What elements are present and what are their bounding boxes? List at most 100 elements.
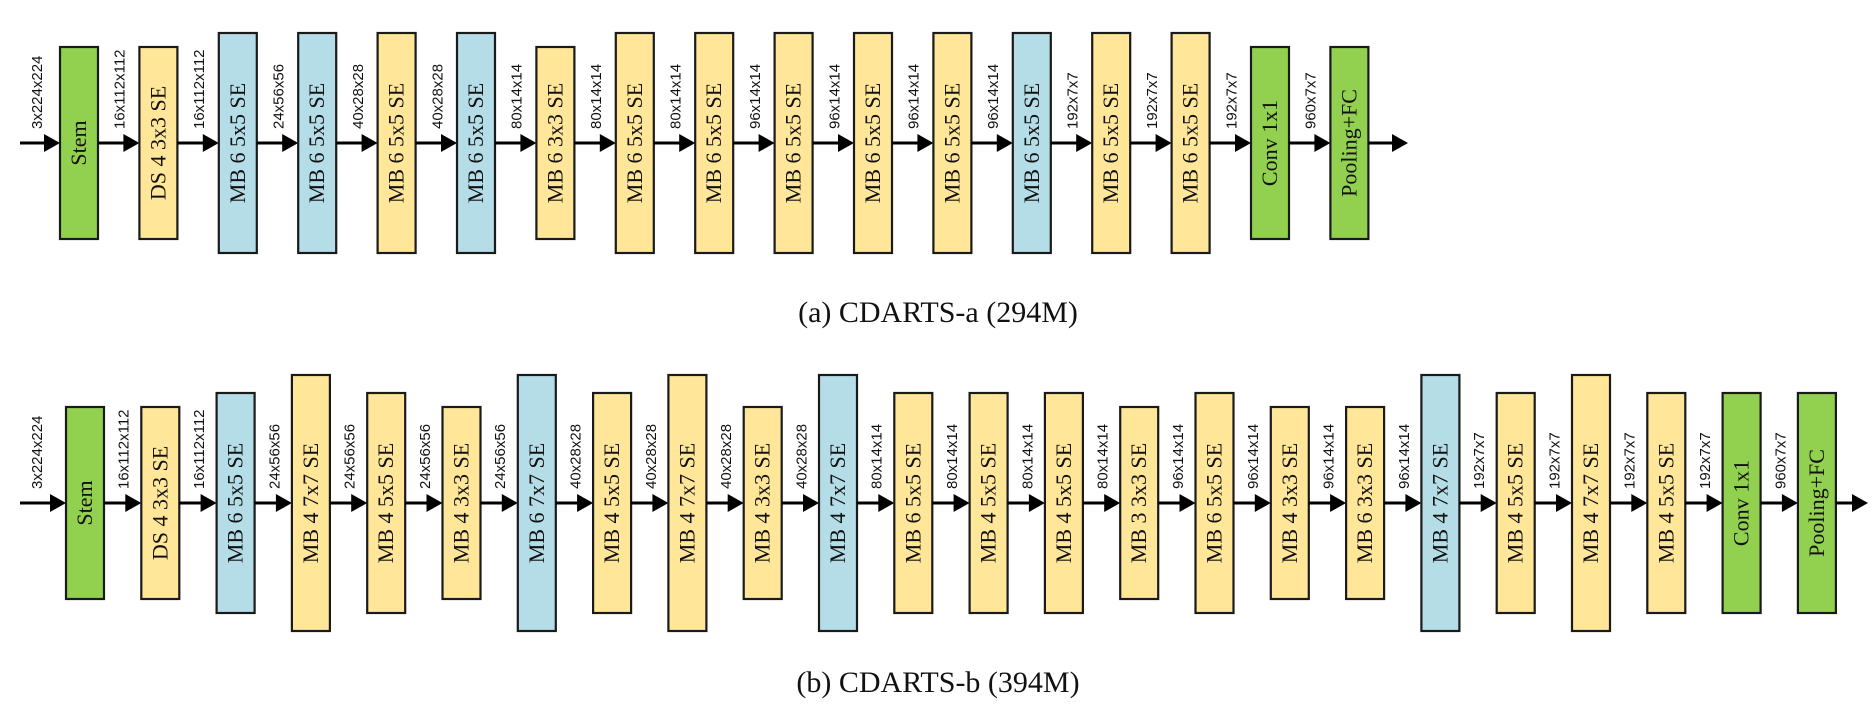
- layer-block: [1796, 391, 1838, 615]
- connector-arrow-head: [917, 134, 934, 152]
- layer-block: [1420, 373, 1461, 633]
- dimension-label: 3x224x224: [29, 416, 46, 489]
- connector-arrow-head: [125, 494, 142, 512]
- layer-block: [1011, 31, 1052, 255]
- connector-arrow-head: [1076, 134, 1093, 152]
- dimension-label: 24x56x56: [492, 424, 509, 489]
- layer-block: [667, 373, 708, 633]
- connector-arrow-head: [361, 134, 378, 152]
- dimension-label: 16x112x112: [191, 49, 208, 129]
- layer-block: [1194, 391, 1235, 615]
- layer-label: MB 4 7x7 SE: [674, 443, 699, 563]
- dimension-label: 40x28x28: [429, 64, 446, 129]
- dimension-label: 40x28x28: [643, 424, 660, 489]
- layer-block: [1091, 31, 1132, 255]
- layer-block: [366, 391, 407, 615]
- connector-arrow-head: [1104, 494, 1121, 512]
- layer-label: MB 6 5x5 SE: [900, 443, 925, 563]
- connector-arrow-head: [501, 494, 518, 512]
- layer-label: DS 4 3x3 SE: [147, 446, 172, 560]
- layer-label: MB 4 3x3 SE: [1277, 443, 1302, 563]
- layer-label: Conv 1x1: [1729, 460, 1754, 546]
- connector-arrow-head: [1235, 134, 1251, 152]
- dimension-label: 192x7x7: [1065, 72, 1082, 129]
- dimension-label: 40x28x28: [567, 424, 584, 489]
- connector-arrow-head: [727, 494, 744, 512]
- connector-arrow-head: [1480, 494, 1497, 512]
- connector-arrow-head: [1155, 134, 1172, 152]
- connector-arrow-head: [1330, 494, 1347, 512]
- layer-label: MB 6 5x5 SE: [225, 83, 250, 203]
- layer-label: MB 6 5x5 SE: [860, 83, 885, 203]
- connector-arrow-head: [1028, 494, 1045, 512]
- dimension-label: 960x7x7: [1772, 432, 1789, 489]
- dimension-label: 16x112x112: [112, 49, 129, 129]
- layer-label: MB 6 5x5 SE: [939, 83, 964, 203]
- dimension-label: 16x112x112: [191, 409, 208, 489]
- dimension-label: 96x14x14: [1396, 424, 1413, 489]
- dimension-label: 80x14x14: [588, 64, 605, 129]
- connector-arrow-head: [803, 494, 819, 512]
- dimension-label: 96x14x14: [1245, 424, 1262, 489]
- layer-label: MB 6 3x3 SE: [542, 83, 567, 203]
- connector-arrow-head: [275, 494, 292, 512]
- dimension-label: 24x56x56: [271, 64, 288, 129]
- connector-arrow-head: [202, 134, 219, 152]
- dimension-label: 80x14x14: [668, 64, 685, 129]
- connector-arrow-head: [652, 494, 669, 512]
- layer-label: MB 3 3x3 SE: [1126, 443, 1151, 563]
- layer-label: MB 6 5x5 SE: [384, 83, 409, 203]
- layer-block: [591, 391, 633, 615]
- layer-label: MB 6 5x5 SE: [701, 83, 726, 203]
- layer-label: MB 4 5x5 SE: [373, 443, 398, 563]
- layer-label: MB 6 3x3 SE: [1352, 443, 1377, 563]
- connector-arrow-head: [679, 134, 696, 152]
- dimension-label: 16x112x112: [116, 409, 133, 489]
- layer-label: MB 4 7x7 SE: [825, 443, 850, 563]
- layer-label: MB 6 5x5 SE: [1202, 443, 1227, 563]
- layer-block: [742, 405, 783, 601]
- dimension-label: 80x14x14: [509, 64, 526, 129]
- dimension-label: 40x28x28: [718, 424, 735, 489]
- layer-block: [376, 31, 417, 255]
- dimension-label: 192x7x7: [1697, 432, 1714, 489]
- connector-arrow-head: [1706, 494, 1723, 512]
- layer-label: MB 6 5x5 SE: [1098, 83, 1123, 203]
- connector-arrow-head: [953, 494, 970, 512]
- connector-arrow-head: [282, 134, 299, 152]
- layer-block: [968, 391, 1009, 615]
- dimension-label: 24x56x56: [342, 424, 359, 489]
- dimension-label: 192x7x7: [1471, 432, 1488, 489]
- connector-arrow-head: [426, 494, 443, 512]
- connector-arrow-head: [1781, 494, 1798, 512]
- connector-arrow-head: [1852, 494, 1868, 512]
- connector-arrow-head: [1405, 494, 1422, 512]
- input-arrow-head: [50, 494, 66, 512]
- connector-arrow-head: [1556, 494, 1572, 512]
- dimension-label: 24x56x56: [266, 424, 283, 489]
- connector-arrow-head: [838, 134, 854, 152]
- caption-b: (b) CDARTS-b (394M): [796, 666, 1079, 699]
- layer-block: [1570, 373, 1612, 633]
- layer-label: Pooling+FC: [1804, 449, 1829, 557]
- layer-label: MB 6 5x5 SE: [463, 83, 488, 203]
- connector-arrow-head: [1392, 134, 1408, 152]
- layer-block: [1269, 405, 1310, 601]
- layer-label: Pooling+FC: [1336, 89, 1361, 197]
- connector-arrow-head: [1179, 494, 1196, 512]
- layer-block: [1249, 45, 1291, 241]
- connector-arrow-head: [1631, 494, 1648, 512]
- dimension-label: 80x14x14: [1095, 424, 1112, 489]
- connector-arrow-head: [123, 134, 140, 152]
- dimension-label: 192x7x7: [1144, 72, 1161, 129]
- dimension-label: 96x14x14: [747, 64, 764, 129]
- layer-label: MB 6 7x7 SE: [524, 443, 549, 563]
- layer-block: [893, 391, 934, 615]
- layer-label: MB 4 5x5 SE: [976, 443, 1001, 563]
- dimension-label: 192x7x7: [1622, 432, 1639, 489]
- layer-label: MB 6 5x5 SE: [622, 83, 647, 203]
- connector-arrow-head: [758, 134, 775, 152]
- layer-label: MB 6 5x5 SE: [1178, 83, 1203, 203]
